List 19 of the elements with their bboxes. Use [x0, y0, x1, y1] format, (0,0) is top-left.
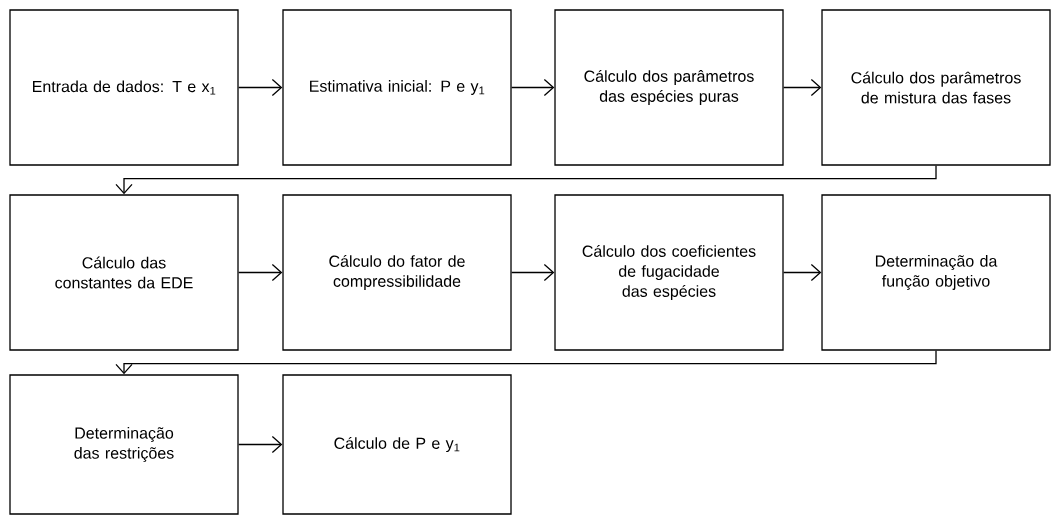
process-box: Cálculo dos coeficientes de fugacidade das espécies	[554, 194, 784, 351]
process-box: Cálculo dos parâmetros das espécies puras	[554, 9, 784, 166]
process-box: Cálculo de P e y$_{1}$	[282, 374, 512, 515]
arrow	[238, 78, 283, 97]
process-box: Cálculo das constantes da EDE	[9, 194, 239, 351]
arrow	[783, 263, 822, 282]
process-box: Estimativa inicial: P e y$_{1}$	[282, 9, 512, 166]
arrow	[238, 435, 283, 454]
process-box: Cálculo do fator de compressibilidade	[282, 194, 512, 351]
process-box: Cálculo dos parâmetros de mistura das fases	[821, 9, 1051, 166]
arrow	[115, 350, 937, 375]
arrow	[511, 78, 555, 97]
arrow	[238, 263, 283, 282]
arrow	[115, 165, 937, 195]
process-box: Determinação da função objetivo	[821, 194, 1051, 351]
arrow	[511, 263, 555, 282]
process-box: Entrada de dados: T e x$_{1}$	[9, 9, 239, 166]
arrow	[783, 78, 822, 97]
process-box: Determinação das restrições	[9, 374, 239, 515]
